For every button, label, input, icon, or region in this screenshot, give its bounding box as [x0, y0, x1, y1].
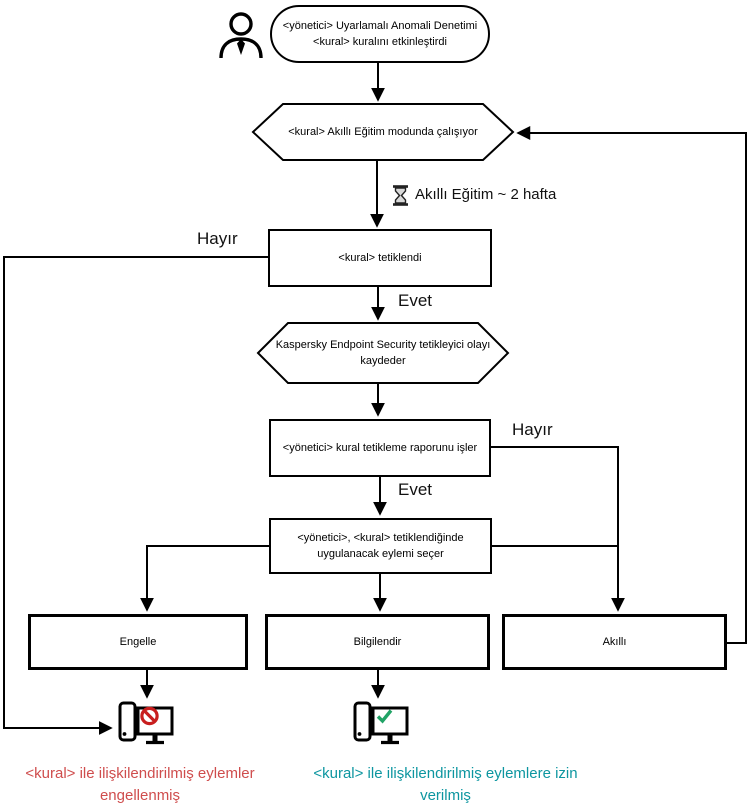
arrow-choose-to-block — [140, 545, 269, 612]
action-smart-node: Akıllı — [502, 614, 727, 670]
action-smart-label: Akıllı — [602, 635, 627, 648]
admin-person-icon — [219, 12, 263, 58]
arrow-report-no-to-smart — [491, 446, 625, 612]
computer-blocked-icon — [118, 701, 174, 745]
hexagon-log-event — [256, 322, 510, 384]
action-block-label: Engelle — [119, 635, 157, 648]
no-label-1: Hayır — [197, 229, 238, 248]
start-node: <yönetici> Uyarlamalı Anomali Denetimi <… — [270, 5, 490, 63]
log-event-node: Kaspersky Endpoint Security tetikleyici … — [263, 323, 503, 383]
rule-triggered-label: <kural> tetiklendi — [338, 251, 422, 264]
log-event-label: Kaspersky Endpoint Security tetikleyici … — [275, 338, 491, 368]
start-node-label: <yönetici> Uyarlamalı Anomali Denetimi <… — [282, 19, 478, 49]
action-block-node: Engelle — [28, 614, 248, 670]
process-report-node: <yönetici> kural tetikleme raporunu işle… — [269, 419, 491, 477]
arrow-smart-loop-to-training — [516, 126, 747, 644]
action-inform-node: Bilgilendir — [265, 614, 490, 670]
choose-action-node: <yönetici>, <kural> tetiklendiğinde uygu… — [269, 518, 492, 574]
choose-action-label: <yönetici>, <kural> tetiklendiğinde uygu… — [297, 531, 464, 561]
training-duration-note: Akıllı Eğitim ~ 2 hafta — [415, 186, 557, 203]
training-mode-node: <kural> Akıllı Eğitim modunda çalışıyor — [258, 104, 508, 160]
arrow-triggered-no-to-blocked — [3, 256, 268, 735]
training-mode-label: <kural> Akıllı Eğitim modunda çalışıyor — [288, 125, 478, 138]
computer-allowed-icon — [353, 701, 409, 745]
rule-triggered-node: <kural> tetiklendi — [268, 229, 492, 287]
hourglass-icon — [393, 185, 408, 206]
yes-label-2: Evet — [398, 480, 433, 499]
process-report-label: <yönetici> kural tetikleme raporunu işle… — [282, 441, 478, 454]
hexagon-training-mode — [251, 103, 515, 161]
blocked-outcome-caption: <kural> ile ilişkilendirilmiş eylemler e… — [25, 765, 255, 804]
yes-label-1: Evet — [398, 291, 433, 310]
no-label-2: Hayır — [512, 420, 553, 439]
action-inform-label: Bilgilendir — [353, 635, 402, 648]
allowed-outcome-caption: <kural> ile ilişkilendirilmiş eylemlere … — [313, 765, 578, 804]
